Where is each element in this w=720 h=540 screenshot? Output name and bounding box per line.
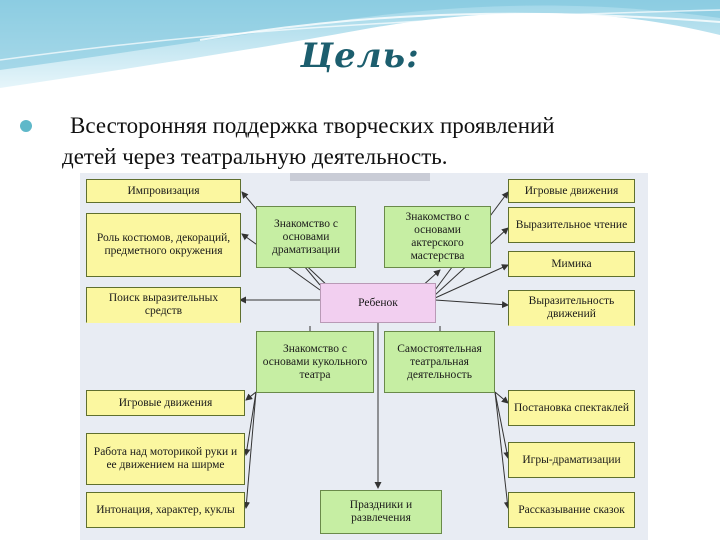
inner-puppet-theatre: Знакомство с основами кукольного театра	[256, 331, 374, 393]
slide-title: Цель:	[300, 36, 420, 76]
right-item-staging-performances: Постановка спектаклей	[508, 390, 635, 426]
left-item-hand-motorics: Работа над моторикой руки и ее движением…	[86, 433, 245, 485]
left-item-costumes-decorations: Роль костюмов, декораций, предметного ок…	[86, 213, 241, 277]
goal-line-2: детей через театральную деятельность.	[62, 144, 448, 169]
diagram-header-strip	[290, 173, 430, 181]
right-item-storytelling: Рассказывание сказок	[508, 492, 635, 528]
center-child: Ребенок	[320, 283, 436, 323]
inner-holidays-entertainment: Праздники и развлечения	[320, 490, 442, 534]
left-item-play-movements: Игровые движения	[86, 390, 245, 416]
header-wave-decoration	[0, 0, 720, 88]
left-item-intonation-puppets: Интонация, характер, куклы	[86, 492, 245, 528]
right-item-play-movements: Игровые движения	[508, 179, 635, 203]
right-item-mimicry: Мимика	[508, 251, 635, 277]
inner-acting-basics: Знакомство с основами актерского мастерс…	[384, 206, 491, 268]
goal-text: Всесторонняя поддержка творческих проявл…	[62, 110, 710, 172]
right-item-expressive-reading: Выразительное чтение	[508, 207, 635, 243]
right-item-expressive-movements: Выразительность движений	[508, 290, 635, 326]
inner-drama-basics: Знакомство с основами драматизации	[256, 206, 356, 268]
bullet-icon	[20, 120, 32, 132]
inner-independent-theatre: Самостоятельная театральная деятельность	[384, 331, 495, 393]
left-item-improvisation: Импровизация	[86, 179, 241, 203]
right-item-dramatization-games: Игры-драматизации	[508, 442, 635, 478]
goal-line-1: Всесторонняя поддержка творческих проявл…	[70, 113, 555, 138]
left-item-expressive-means: Поиск выразительных средств	[86, 287, 241, 323]
